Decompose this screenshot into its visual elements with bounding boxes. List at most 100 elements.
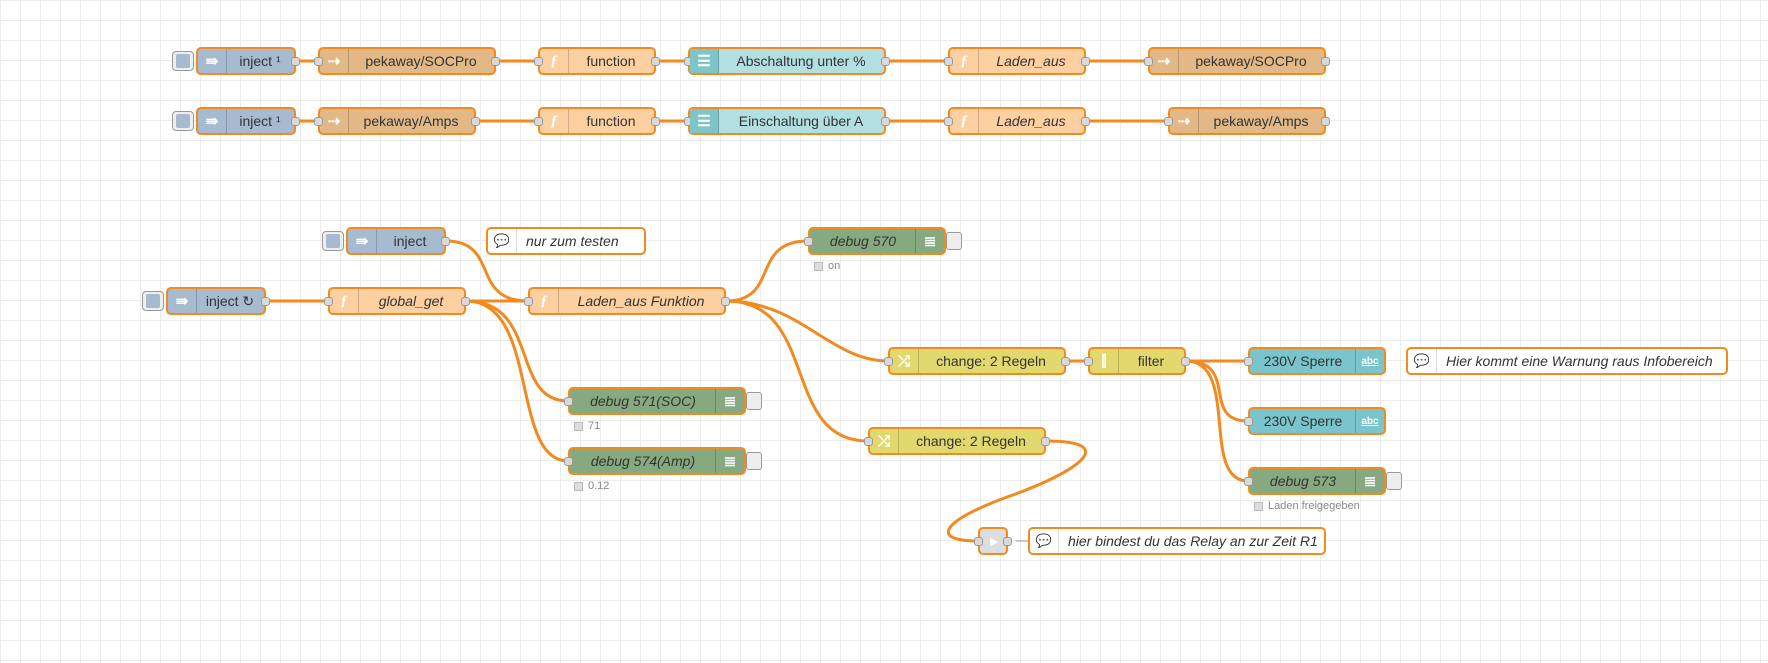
input-port[interactable] bbox=[884, 357, 893, 366]
debug-toggle-button[interactable] bbox=[746, 392, 762, 410]
change-node[interactable]: ⤮ change: 2 Regeln bbox=[864, 427, 1050, 455]
input-port[interactable] bbox=[944, 117, 953, 126]
mqtt-out-node[interactable]: ⇢ pekaway/Amps bbox=[1164, 107, 1330, 135]
link-out-node[interactable]: ▸ bbox=[974, 527, 1012, 555]
inject-node[interactable]: ⇛ inject bbox=[322, 227, 450, 255]
function-icon: ƒ bbox=[540, 49, 569, 73]
input-port[interactable] bbox=[324, 297, 333, 306]
output-port[interactable] bbox=[471, 117, 480, 126]
output-port[interactable] bbox=[1081, 117, 1090, 126]
list-icon: ≣ bbox=[715, 389, 744, 413]
output-port[interactable] bbox=[261, 297, 270, 306]
ui-text-node[interactable]: 230V Sperre abc bbox=[1244, 347, 1386, 375]
function-node[interactable]: ƒ Laden_aus Funktion bbox=[524, 287, 730, 315]
shuffle-icon: ⤮ bbox=[870, 429, 899, 453]
output-port[interactable] bbox=[1321, 57, 1330, 66]
switch-node[interactable]: ☰ Einschaltung über A bbox=[684, 107, 890, 135]
inject-node[interactable]: ⇛ inject ↻ bbox=[142, 287, 270, 315]
output-port[interactable] bbox=[651, 117, 660, 126]
function-node[interactable]: ƒ Laden_aus bbox=[944, 47, 1090, 75]
node-label: debug 573 bbox=[1269, 473, 1337, 489]
output-port[interactable] bbox=[1321, 117, 1330, 126]
inject-node[interactable]: ⇛ inject ¹ bbox=[172, 107, 300, 135]
debug-toggle-button[interactable] bbox=[946, 232, 962, 250]
input-port[interactable] bbox=[1144, 57, 1153, 66]
input-port[interactable] bbox=[974, 537, 983, 546]
output-port[interactable] bbox=[491, 57, 500, 66]
wire bbox=[464, 299, 570, 403]
list-icon: ≣ bbox=[1355, 469, 1384, 493]
input-port[interactable] bbox=[314, 57, 323, 66]
filter-node[interactable]: ⫿ filter bbox=[1084, 347, 1190, 375]
output-port[interactable] bbox=[291, 117, 300, 126]
mqtt-out-node[interactable]: ⇢ pekaway/SOCPro bbox=[1144, 47, 1330, 75]
output-port[interactable] bbox=[1041, 437, 1050, 446]
comment-node[interactable]: 💬 Hier kommt eine Warnung raus Infoberei… bbox=[1406, 347, 1728, 375]
function-icon: ƒ bbox=[950, 49, 979, 73]
input-port[interactable] bbox=[804, 237, 813, 246]
output-port[interactable] bbox=[291, 57, 300, 66]
switch-node[interactable]: ☰ Abschaltung unter % bbox=[684, 47, 890, 75]
inject-trigger-button[interactable] bbox=[172, 111, 194, 131]
input-port[interactable] bbox=[1084, 357, 1093, 366]
output-port[interactable] bbox=[1061, 357, 1070, 366]
node-label: 230V Sperre bbox=[1263, 413, 1343, 429]
comment-node[interactable]: 💬 nur zum testen bbox=[486, 227, 646, 255]
mqtt-in-node[interactable]: ⇢ pekaway/Amps bbox=[314, 107, 480, 135]
input-port[interactable] bbox=[524, 297, 533, 306]
input-port[interactable] bbox=[564, 397, 573, 406]
input-port[interactable] bbox=[864, 437, 873, 446]
input-port[interactable] bbox=[1244, 417, 1253, 426]
inject-trigger-button[interactable] bbox=[322, 231, 344, 251]
debug-node[interactable]: debug 573 ≣ Laden freigegeben bbox=[1244, 467, 1402, 512]
function-icon: ƒ bbox=[540, 109, 569, 133]
ui-text-node[interactable]: 230V Sperre abc bbox=[1244, 407, 1386, 435]
function-icon: ƒ bbox=[950, 109, 979, 133]
wire bbox=[464, 299, 570, 463]
mqtt-in-node[interactable]: ⇢ pekaway/SOCPro bbox=[314, 47, 500, 75]
debug-node[interactable]: debug 570 ≣ on bbox=[804, 227, 962, 272]
output-port[interactable] bbox=[461, 297, 470, 306]
filter-icon: ⫿ bbox=[1090, 349, 1119, 373]
node-label: pekaway/Amps bbox=[363, 113, 459, 129]
sliders-icon: ☰ bbox=[690, 109, 719, 133]
node-label: nur zum testen bbox=[526, 233, 619, 249]
output-port[interactable] bbox=[441, 237, 450, 246]
comment-node[interactable]: 💬 hier bindest du das Relay an zur Zeit … bbox=[1028, 527, 1326, 555]
wire bbox=[724, 299, 870, 443]
debug-toggle-button[interactable] bbox=[1386, 472, 1402, 490]
output-port[interactable] bbox=[1081, 57, 1090, 66]
change-node[interactable]: ⤮ change: 2 Regeln bbox=[884, 347, 1070, 375]
input-port[interactable] bbox=[534, 117, 543, 126]
input-port[interactable] bbox=[1244, 357, 1253, 366]
inject-trigger-button[interactable] bbox=[142, 291, 164, 311]
function-node[interactable]: ƒ function bbox=[534, 107, 660, 135]
function-node[interactable]: ƒ function bbox=[534, 47, 660, 75]
abc-icon: abc bbox=[1355, 409, 1384, 433]
output-port[interactable] bbox=[881, 57, 890, 66]
input-port[interactable] bbox=[1244, 477, 1253, 486]
arrow-in-icon: ⇛ bbox=[198, 49, 227, 73]
function-node[interactable]: ƒ Laden_aus bbox=[944, 107, 1090, 135]
file-arrow-icon: ⇢ bbox=[1170, 109, 1199, 133]
debug-node[interactable]: debug 574(Amp) ≣ 0.12 bbox=[564, 447, 762, 492]
output-port[interactable] bbox=[651, 57, 660, 66]
function-node[interactable]: ƒ global_get bbox=[324, 287, 470, 315]
input-port[interactable] bbox=[314, 117, 323, 126]
input-port[interactable] bbox=[534, 57, 543, 66]
output-port[interactable] bbox=[1003, 537, 1012, 546]
node-label: Einschaltung über A bbox=[738, 113, 864, 129]
inject-trigger-button[interactable] bbox=[172, 51, 194, 71]
output-port[interactable] bbox=[721, 297, 730, 306]
debug-toggle-button[interactable] bbox=[746, 452, 762, 470]
output-port[interactable] bbox=[881, 117, 890, 126]
output-port[interactable] bbox=[1181, 357, 1190, 366]
sliders-icon: ☰ bbox=[690, 49, 719, 73]
input-port[interactable] bbox=[944, 57, 953, 66]
arrow-in-icon: ⇛ bbox=[198, 109, 227, 133]
debug-node[interactable]: debug 571(SOC) ≣ 71 bbox=[564, 387, 762, 432]
input-port[interactable] bbox=[1164, 117, 1173, 126]
input-port[interactable] bbox=[564, 457, 573, 466]
inject-node[interactable]: ⇛ inject ¹ bbox=[172, 47, 300, 75]
